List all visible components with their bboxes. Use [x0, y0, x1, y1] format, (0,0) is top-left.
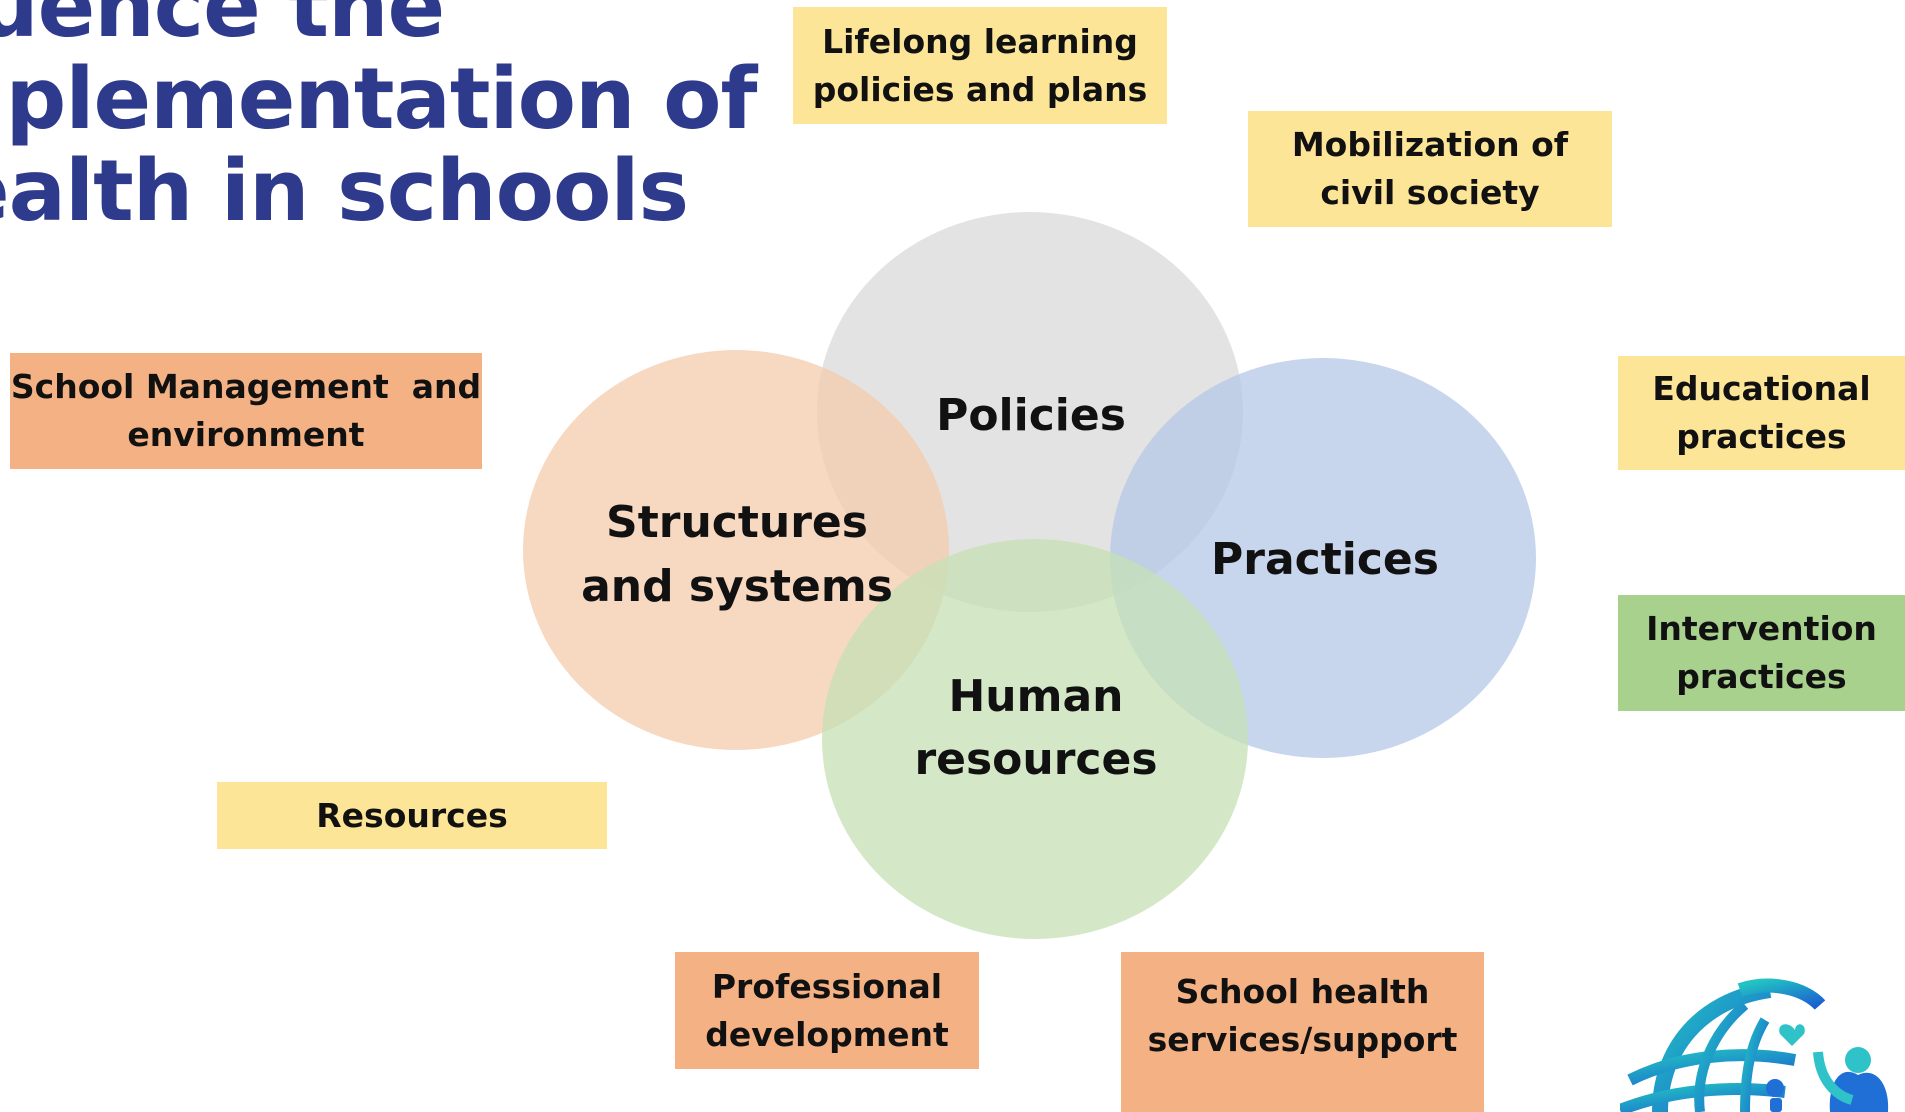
- label-practices: Practices: [1211, 534, 1439, 585]
- label-human-line-1: Human: [948, 671, 1123, 722]
- box-lifelong-line-1: Lifelong learning: [822, 21, 1138, 61]
- label-structures-line-2: and systems: [581, 561, 893, 612]
- label-structures-line-1: Structures: [606, 497, 868, 548]
- box-intervention-practices: Intervention practices: [1618, 595, 1905, 711]
- box-school-mgmt-line-1: School Management and: [10, 367, 482, 406]
- box-lifelong-learning: Lifelong learning policies and plans: [793, 7, 1167, 124]
- box-educational-line-2: practices: [1676, 417, 1847, 456]
- box-educational-line-1: Educational: [1652, 369, 1871, 408]
- box-mobilization-line-2: civil society: [1320, 173, 1540, 212]
- box-intervention-line-1: Intervention: [1646, 609, 1877, 648]
- box-school-health-line-2: services/support: [1147, 1020, 1458, 1059]
- title-line-3: ealth in schools: [0, 142, 689, 241]
- title-line-2: nplementation of: [0, 50, 758, 149]
- circle-structures-and-systems: [523, 350, 949, 750]
- box-resources: Resources: [217, 782, 607, 849]
- box-resources-label: Resources: [316, 795, 508, 835]
- label-human-line-2: resources: [914, 734, 1157, 785]
- circle-human-resources: [822, 539, 1248, 939]
- globe-with-people-logo: [1620, 978, 1889, 1112]
- box-school-management: School Management and environment: [10, 353, 482, 469]
- box-educational-practices: Educational practices: [1618, 356, 1905, 470]
- box-lifelong-line-2: policies and plans: [812, 69, 1148, 109]
- slide-title: fluence the nplementation of ealth in sc…: [0, 0, 758, 241]
- box-intervention-line-2: practices: [1676, 657, 1847, 696]
- box-mobilization-civil-society: Mobilization of civil society: [1248, 111, 1612, 227]
- box-school-health-line-1: School health: [1175, 972, 1430, 1011]
- title-line-1: fluence the: [0, 0, 445, 57]
- box-professional-development: Professional development: [675, 952, 979, 1069]
- box-professional-line-1: Professional: [711, 966, 943, 1006]
- box-mobilization-line-1: Mobilization of: [1291, 125, 1569, 164]
- box-school-health-services: School health services/support: [1121, 952, 1484, 1112]
- box-school-mgmt-line-2: environment: [127, 415, 365, 454]
- box-professional-line-2: development: [705, 1014, 949, 1054]
- label-policies: Policies: [936, 390, 1126, 441]
